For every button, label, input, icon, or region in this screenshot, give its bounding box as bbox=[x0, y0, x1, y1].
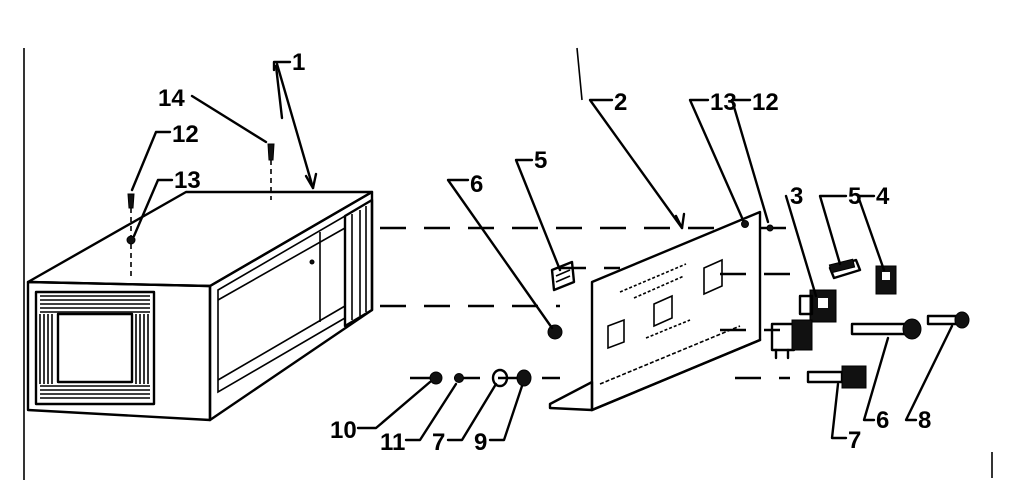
clip-detail bbox=[555, 269, 571, 277]
cabinet-rail bbox=[217, 227, 346, 301]
panel-bottom-edge bbox=[590, 338, 762, 412]
callout-part-9: 9 bbox=[474, 429, 487, 456]
callout-part-5-right: 5 bbox=[848, 183, 861, 210]
part-6-shaft bbox=[850, 322, 908, 336]
panel-marking bbox=[599, 325, 741, 385]
cabinet-side-opening bbox=[217, 214, 346, 394]
panel-cutout-2 bbox=[653, 294, 673, 328]
cabinet-grille-frame bbox=[34, 290, 156, 406]
leader-lines bbox=[130, 60, 954, 442]
cabinet-housing bbox=[26, 190, 374, 422]
part-10-nut bbox=[429, 371, 443, 385]
panel-face bbox=[590, 210, 762, 412]
control-panel bbox=[548, 210, 762, 412]
callout-part-14: 14 bbox=[158, 85, 185, 112]
part-8-lens bbox=[954, 311, 970, 329]
panel-cutout-1 bbox=[607, 318, 625, 350]
callout-part-13-right: 13 bbox=[710, 89, 737, 116]
panel-bottom-flange bbox=[548, 380, 594, 412]
switch-window bbox=[818, 298, 828, 308]
part-12-screw-right bbox=[766, 224, 774, 232]
cabinet-side-face bbox=[208, 190, 374, 422]
callout-part-5-left: 5 bbox=[534, 147, 547, 174]
cabinet-hardware bbox=[126, 143, 275, 280]
part-13-nut bbox=[126, 235, 136, 245]
callout-part-11: 11 bbox=[380, 429, 405, 456]
part-14-screw bbox=[267, 143, 275, 161]
panel-marking bbox=[633, 275, 685, 299]
part-7-lamp bbox=[841, 365, 867, 389]
callout-part-3: 3 bbox=[790, 183, 803, 210]
part-11-washer bbox=[454, 373, 464, 383]
lower-switch bbox=[770, 322, 796, 352]
lower-switch-body bbox=[791, 319, 813, 351]
panel-screw-hole bbox=[741, 220, 749, 228]
callout-part-1: 1 bbox=[292, 49, 305, 76]
part-6-knob-right bbox=[902, 318, 922, 340]
clip-tab bbox=[828, 258, 856, 274]
grille-louvres bbox=[39, 295, 150, 399]
callout-part-13-left: 13 bbox=[174, 167, 201, 194]
callout-part-6-right: 6 bbox=[876, 407, 889, 434]
callout-part-7-left: 7 bbox=[432, 429, 445, 456]
cabinet-screw-hole bbox=[309, 259, 315, 265]
clip-detail bbox=[555, 275, 571, 283]
grille-center-panel bbox=[56, 312, 134, 384]
callout-part-12-left: 12 bbox=[172, 121, 199, 148]
panel-marking bbox=[645, 319, 691, 339]
part-5-clip-left bbox=[550, 260, 576, 292]
switch-window bbox=[882, 272, 890, 280]
cabinet-front-face bbox=[26, 280, 212, 422]
callout-part-10: 10 bbox=[330, 417, 357, 444]
callout-part-12-right: 12 bbox=[752, 89, 779, 116]
callout-part-2: 2 bbox=[614, 89, 627, 116]
part-12-screw bbox=[127, 193, 135, 209]
callout-part-7-right: 7 bbox=[848, 427, 861, 454]
scan-mark bbox=[576, 47, 583, 101]
panel-cutout-3 bbox=[703, 258, 723, 296]
panel-marking bbox=[619, 263, 687, 293]
callout-part-4: 4 bbox=[876, 183, 890, 210]
cabinet-rear-flange bbox=[343, 198, 374, 328]
callout-part-6-left: 6 bbox=[470, 171, 483, 198]
part-7-bushing bbox=[491, 368, 509, 388]
callout-part-8: 8 bbox=[918, 407, 931, 434]
part-8-body bbox=[926, 314, 958, 326]
part-7-holder bbox=[806, 370, 844, 384]
switch-terminal bbox=[798, 294, 814, 316]
cabinet-rail-lower bbox=[217, 305, 346, 381]
part-9-ring bbox=[516, 369, 532, 387]
